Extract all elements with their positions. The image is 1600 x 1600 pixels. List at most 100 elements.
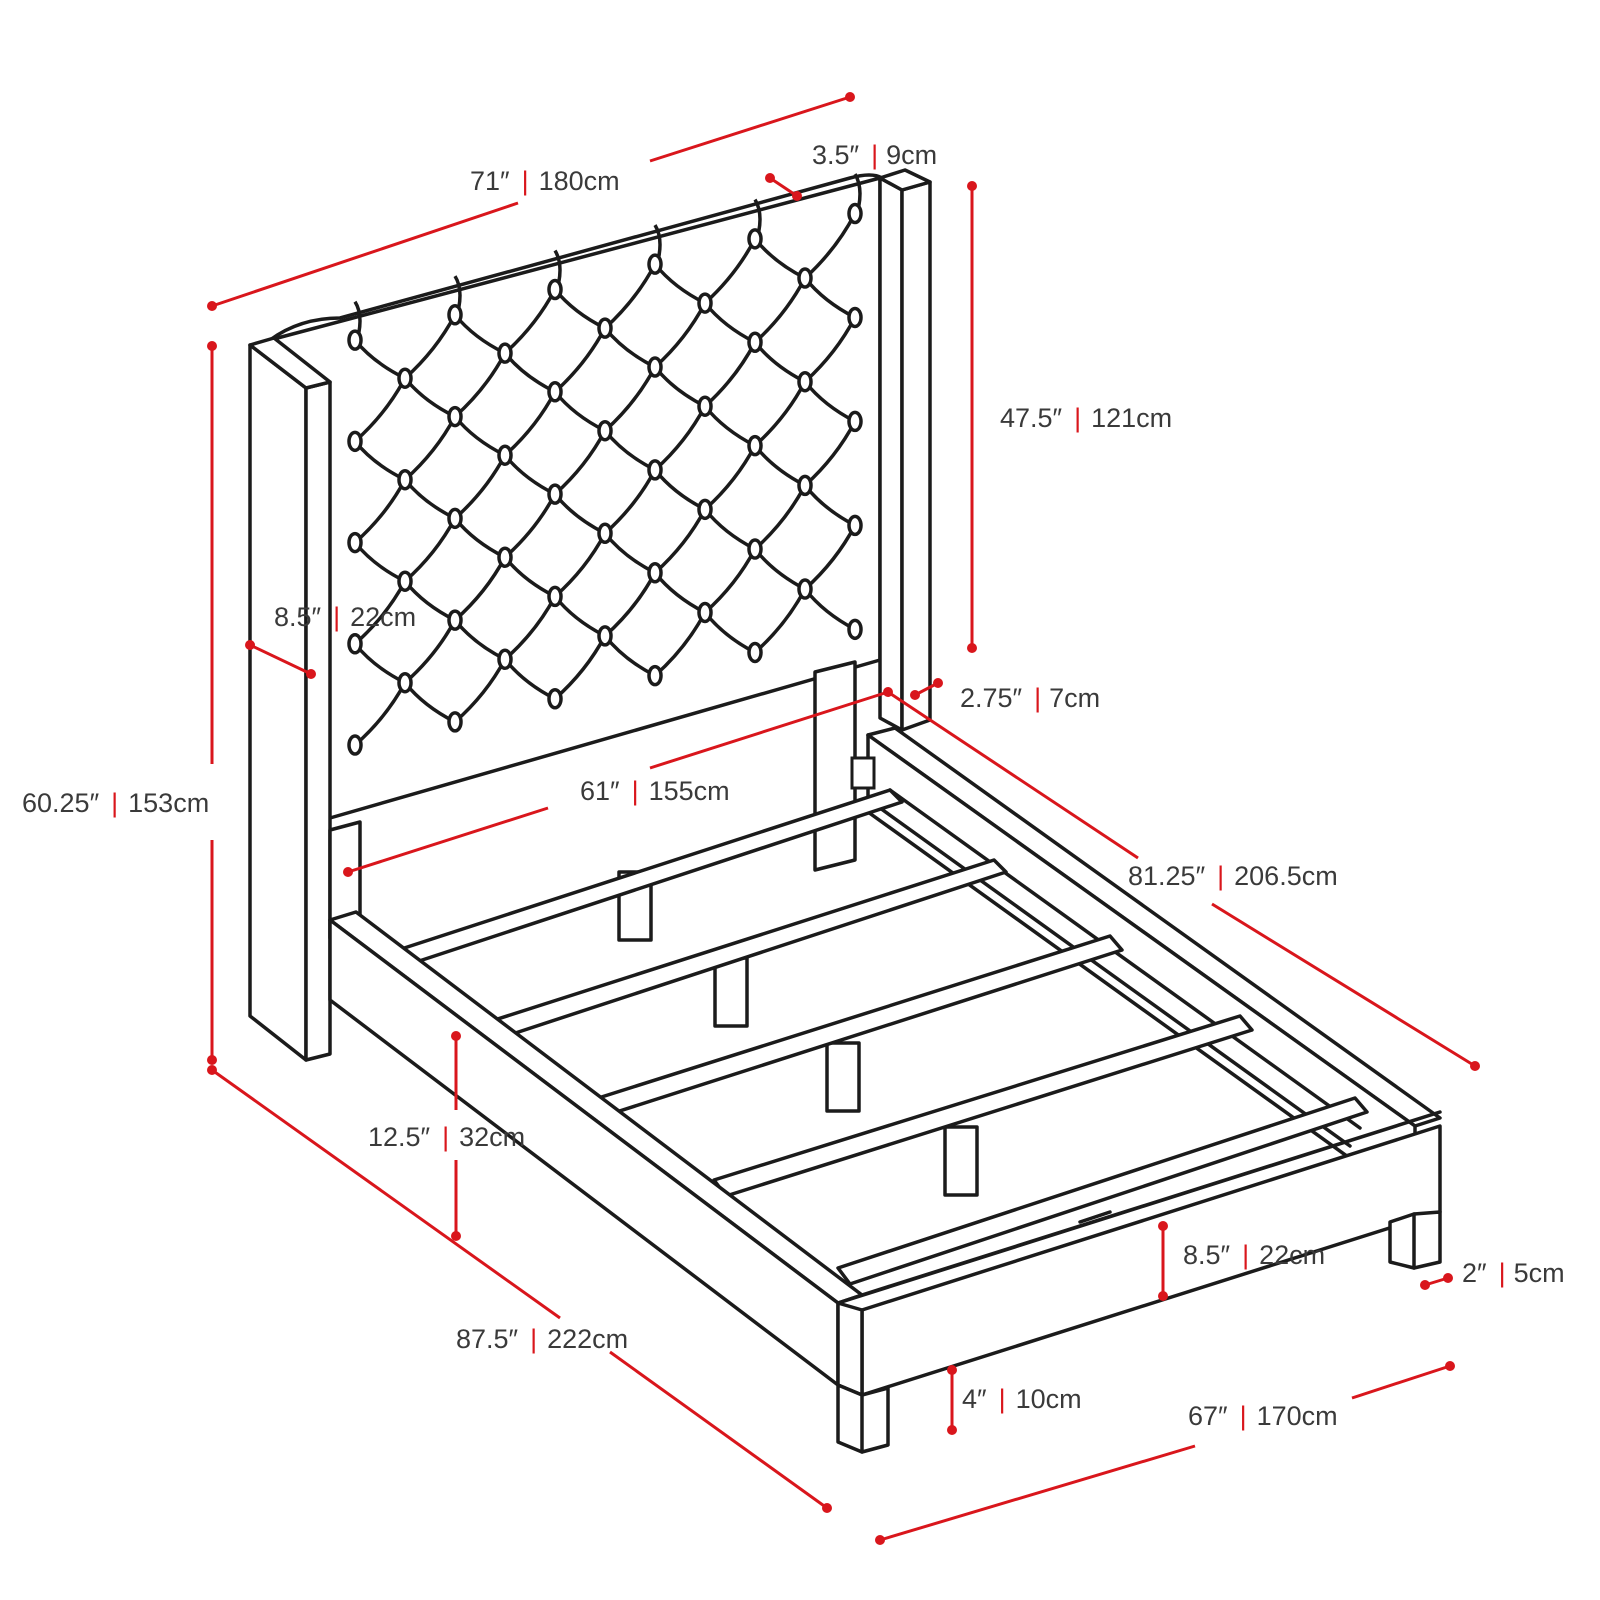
left-wing-side <box>248 343 308 1062</box>
dim-dot <box>451 1231 461 1241</box>
tuft-button <box>647 459 663 481</box>
dim-dot <box>1445 1361 1455 1371</box>
dim-dot <box>765 173 775 183</box>
dim-dot <box>933 678 943 688</box>
dim-label-floor-to-slats: 12.5″|32cm <box>368 1122 525 1152</box>
tuft-button <box>447 609 463 631</box>
tuft-button <box>547 278 563 301</box>
tuft-button <box>697 395 713 417</box>
tuft-button <box>397 367 413 389</box>
dim-dot <box>967 643 977 653</box>
tuft-button <box>397 570 413 592</box>
tuft-button <box>497 648 513 671</box>
rail-bolt <box>1078 1210 1112 1224</box>
left-wing-front <box>304 380 332 1062</box>
dim-line-overall-width-b <box>649 95 851 163</box>
dim-label-wing-depth: 3.5″|9cm <box>812 140 937 170</box>
tuft-button <box>747 331 763 354</box>
dim-dot <box>207 1065 217 1075</box>
dim-line-inner-width-b <box>649 690 889 770</box>
dimension-labels: 71″|180cm 3.5″|9cm 47.5″|121cm 8.5″|22cm… <box>22 140 1565 1431</box>
dim-label-leg-width: 2″|5cm <box>1462 1258 1565 1288</box>
tufted-pattern <box>347 173 863 756</box>
tuft-button <box>797 578 813 600</box>
dimension-lines <box>207 92 1480 1545</box>
rail-bracket <box>850 756 876 790</box>
tuft-button <box>697 292 713 314</box>
dim-line-wing-width <box>249 643 312 676</box>
dim-line-overall-length-a <box>211 1068 561 1320</box>
center-support-leg-2 <box>713 956 749 1028</box>
tuft-button <box>447 304 463 326</box>
dim-label-wing-width: 8.5″|22cm <box>274 602 416 632</box>
tuft-button <box>797 474 813 497</box>
tuft-button <box>547 687 563 710</box>
dim-label-overall-height: 60.25″|153cm <box>22 788 209 818</box>
tuft-button <box>747 434 763 457</box>
tuft-button <box>797 267 813 289</box>
far-rail-ledge <box>888 788 1362 1130</box>
dim-label-panel-height: 47.5″|121cm <box>1000 403 1172 433</box>
tuft-button <box>847 202 863 225</box>
dim-dot <box>1420 1280 1430 1290</box>
dim-dot <box>947 1425 957 1435</box>
tuft-button <box>447 405 463 428</box>
dim-label-inner-width: 61″|155cm <box>580 776 730 806</box>
dim-dot <box>967 181 977 191</box>
tuft-button <box>647 561 663 584</box>
headboard-inner-post <box>813 660 857 872</box>
tuft-button <box>797 370 813 393</box>
dim-label-leg-height: 4″|10cm <box>962 1384 1082 1414</box>
dim-dot <box>792 191 802 201</box>
tuft-button <box>847 306 863 329</box>
dim-line-footboard-b <box>1351 1364 1451 1400</box>
dim-dot <box>207 341 217 351</box>
headboard-panel <box>268 176 882 820</box>
tuft-button <box>497 342 513 364</box>
near-side-rail-top <box>328 910 864 1305</box>
bed-frame-drawing <box>248 168 1442 1454</box>
tuft-button <box>597 317 613 339</box>
tuft-button <box>547 585 563 608</box>
tuft-button <box>347 531 363 554</box>
footboard-rail-top <box>836 1110 1442 1305</box>
dim-dot <box>1158 1221 1168 1231</box>
dim-label-inner-length: 81.25″|206.5cm <box>1128 861 1338 891</box>
tuft-button <box>847 618 863 641</box>
dim-dot <box>451 1031 461 1041</box>
tuft-button <box>397 671 413 694</box>
headboard-top-roll <box>268 173 884 342</box>
dim-line-overall-width-a <box>211 201 519 308</box>
tuft-button <box>547 381 563 403</box>
right-wing-side <box>878 176 904 732</box>
left-wing-top <box>248 336 332 390</box>
dim-label-headboard-thickness: 2.75″|7cm <box>960 683 1100 713</box>
dim-dot <box>245 640 255 650</box>
dim-dot <box>1470 1061 1480 1071</box>
dim-dot <box>207 301 217 311</box>
slats <box>390 788 1369 1286</box>
dim-dot <box>1443 1273 1453 1283</box>
dim-dot <box>947 1365 957 1375</box>
tuft-button <box>847 410 863 433</box>
tuft-button <box>347 633 363 655</box>
dim-line-inner-length-b <box>1211 902 1476 1068</box>
tuft-button <box>597 419 613 442</box>
dim-line-overall-length-b <box>609 1350 828 1510</box>
tuft-button <box>847 514 863 537</box>
tuft-button <box>447 711 463 733</box>
dim-dot <box>845 92 855 102</box>
tuft-button <box>697 601 713 624</box>
dim-label-overall-width: 71″|180cm <box>470 166 620 196</box>
dim-dot <box>343 867 353 877</box>
tuft-button <box>447 507 463 530</box>
tuft-button <box>597 625 613 647</box>
dim-line-inner-width-a <box>347 806 549 874</box>
tuft-button <box>347 430 363 453</box>
dim-label-rail-height: 8.5″|22cm <box>1183 1240 1325 1270</box>
right-wing-front <box>900 180 932 732</box>
tuft-button <box>597 522 613 545</box>
dim-dot <box>207 1055 217 1065</box>
far-side-rail-top <box>866 726 1442 1128</box>
